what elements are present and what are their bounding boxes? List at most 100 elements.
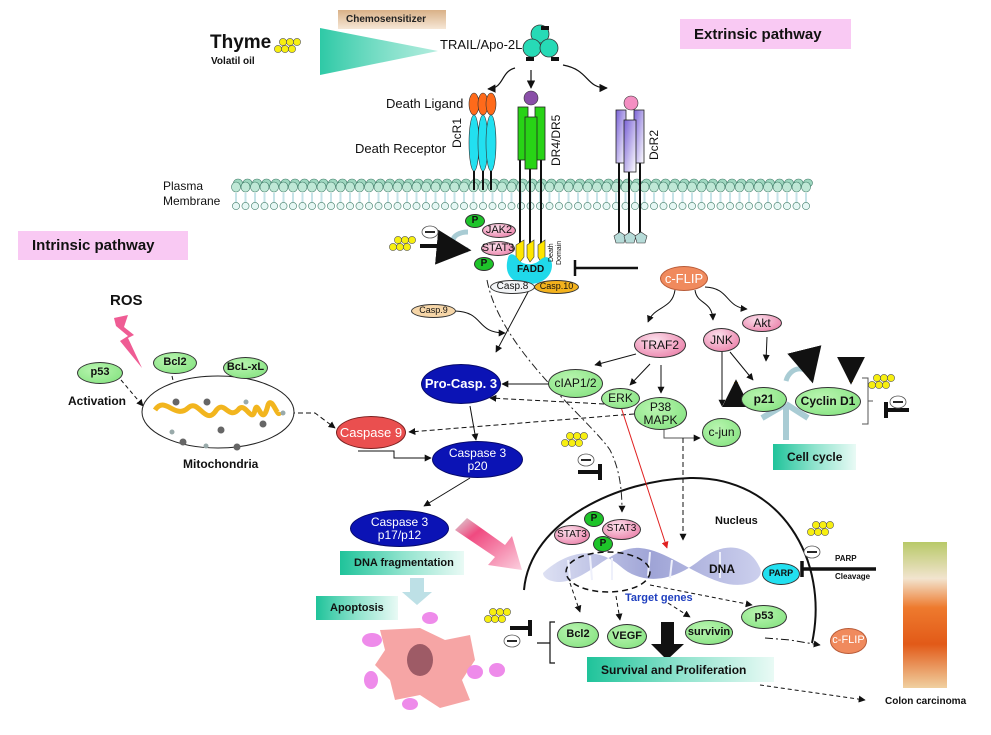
lipid-head-outer bbox=[696, 181, 707, 193]
thyme-oil-dot bbox=[826, 521, 834, 529]
bclxl-node[interactable]: BcL-xL bbox=[223, 357, 268, 379]
arrow-survival-colon bbox=[759, 684, 866, 703]
lipid-head-outer bbox=[411, 181, 422, 193]
inhibition-bar-parp bbox=[800, 561, 876, 577]
lipid-head-inner bbox=[631, 202, 639, 210]
casp9-small-node[interactable]: Casp.9 bbox=[411, 304, 456, 318]
lipid-head-outer bbox=[459, 181, 469, 193]
thyme-oil-dot bbox=[575, 439, 583, 447]
lipid-head-outer bbox=[763, 181, 773, 193]
target-genes-label: Target genes bbox=[625, 592, 693, 604]
caspase3-p17-line2: p17/p12 bbox=[377, 527, 422, 542]
thyme-oil-dot bbox=[408, 236, 416, 244]
lipid-head-inner bbox=[735, 202, 744, 210]
lipid-head-inner bbox=[659, 202, 668, 210]
lipid-head-inner bbox=[441, 202, 449, 210]
lipid-head-outer bbox=[259, 181, 270, 193]
lipid-head-inner bbox=[241, 202, 250, 210]
stat3-dimer-right-node[interactable]: STAT3 bbox=[602, 519, 641, 540]
cflip-output-node[interactable]: c-FLIP bbox=[830, 628, 867, 654]
plasma-label: Plasma bbox=[163, 179, 204, 193]
p38-mapk-node[interactable]: P38 MAPK bbox=[634, 397, 687, 430]
erk-node[interactable]: ERK bbox=[601, 388, 640, 409]
arrow-cflip-akt bbox=[704, 286, 748, 312]
lipid-head-inner bbox=[754, 202, 763, 210]
caspase9-node[interactable]: Caspase 9 bbox=[336, 416, 406, 449]
lipid-head-outer bbox=[354, 181, 365, 193]
casp8-node[interactable]: Casp.8 bbox=[490, 280, 535, 294]
arrow-dna-p53 bbox=[649, 584, 753, 608]
caspase3-p20-line2: p20 bbox=[467, 458, 488, 473]
survival-proliferation-label: Survival and Proliferation bbox=[587, 657, 774, 682]
lipid-head-inner bbox=[422, 202, 430, 210]
p21-node[interactable]: p21 bbox=[741, 387, 787, 412]
stat3-node[interactable]: STAT3 bbox=[481, 241, 515, 256]
lipid-head-outer bbox=[677, 181, 688, 193]
arrow-caspase3-p17 bbox=[423, 477, 471, 507]
caspase3-p17-node[interactable]: Caspase 3 p17/p12 bbox=[350, 510, 449, 547]
mitochondria-label: Mitochondria bbox=[183, 457, 259, 471]
gene-vegf-node[interactable]: VEGF bbox=[607, 624, 647, 649]
p53-node[interactable]: p53 bbox=[77, 362, 123, 384]
lipid-head-outer bbox=[288, 181, 298, 193]
gene-survivin-node[interactable]: survivin bbox=[685, 620, 733, 645]
inhibition-minus-symbols bbox=[421, 225, 907, 648]
inhibition-bar-genes bbox=[510, 620, 532, 636]
cflip-node[interactable]: c-FLIP bbox=[660, 266, 708, 291]
lipid-head-inner bbox=[555, 202, 563, 210]
lipid-head-inner bbox=[688, 202, 696, 210]
caspase3-p20-node[interactable]: Caspase 3 p20 bbox=[432, 441, 523, 478]
jak2-node[interactable]: JAK2 bbox=[482, 223, 516, 238]
thyme-oil-dot bbox=[281, 45, 289, 53]
lipid-head-outer bbox=[316, 181, 327, 193]
arrow-p38-caspase9 bbox=[408, 413, 635, 435]
arrow-erk-dna-red bbox=[620, 406, 669, 549]
stat3-dimer-left-node[interactable]: STAT3 bbox=[554, 525, 590, 545]
lipid-head-outer bbox=[250, 181, 260, 193]
casp10-node[interactable]: Casp.10 bbox=[534, 280, 579, 294]
arrow-erk-procasp3 bbox=[489, 394, 605, 405]
mitochondria-icon bbox=[141, 375, 295, 451]
lipid-head-inner bbox=[479, 202, 487, 210]
lipid-head-inner bbox=[327, 202, 335, 210]
jnk-node[interactable]: JNK bbox=[703, 328, 740, 352]
arrow-akt-p21 bbox=[762, 336, 770, 362]
caspase3-p20-line1: Caspase 3 bbox=[448, 445, 507, 460]
cyclin-d1-node[interactable]: Cyclin D1 bbox=[795, 387, 861, 416]
gene-bcl2-node[interactable]: Bcl2 bbox=[557, 622, 599, 648]
parp-node[interactable]: PARP bbox=[762, 563, 800, 585]
lipid-head-outer bbox=[563, 181, 574, 193]
ciap-node[interactable]: cIAP1/2 bbox=[548, 369, 603, 398]
inhibition-bar-cflip-fadd bbox=[573, 260, 638, 276]
lipid-head-inner bbox=[697, 202, 706, 210]
traf2-node[interactable]: TRAF2 bbox=[634, 332, 686, 358]
lipid-head-outer bbox=[430, 181, 441, 193]
akt-node[interactable]: Akt bbox=[742, 314, 782, 332]
cjun-node[interactable]: c-jun bbox=[702, 418, 741, 447]
bcl2-intrinsic-node[interactable]: Bcl2 bbox=[153, 352, 197, 374]
lipid-head-outer bbox=[734, 181, 745, 193]
lipid-head-inner bbox=[374, 202, 383, 210]
lipid-head-inner bbox=[507, 202, 516, 210]
plasma-membrane bbox=[231, 178, 813, 210]
lipid-head-outer bbox=[772, 181, 783, 193]
gene-p53-node[interactable]: p53 bbox=[741, 605, 787, 629]
lipid-head-inner bbox=[460, 202, 468, 210]
thyme-oil-dot bbox=[274, 45, 282, 53]
arrow-to-dcr2 bbox=[562, 64, 608, 93]
death-receptor-label: Death Receptor bbox=[355, 141, 447, 156]
lipid-head-inner bbox=[574, 202, 582, 210]
arrow-jnk-p21 bbox=[729, 351, 754, 381]
lipid-head-inner bbox=[640, 202, 649, 210]
phospho-badge-jak2: P bbox=[465, 214, 485, 228]
pro-caspase3-node[interactable]: Pro-Casp. 3 bbox=[421, 364, 501, 404]
lipid-head-outer bbox=[668, 181, 678, 193]
thyme-oil-dot bbox=[568, 439, 576, 447]
lipid-head-inner bbox=[232, 202, 240, 210]
thyme-oil-dot bbox=[887, 374, 895, 382]
phospho-badge-stat3-dimer-bottom: P bbox=[593, 536, 613, 552]
lipid-head-inner bbox=[564, 202, 573, 210]
cell-cycle-bracket bbox=[862, 377, 873, 425]
lipid-head-outer bbox=[297, 181, 308, 193]
lipid-head-inner bbox=[384, 202, 392, 210]
